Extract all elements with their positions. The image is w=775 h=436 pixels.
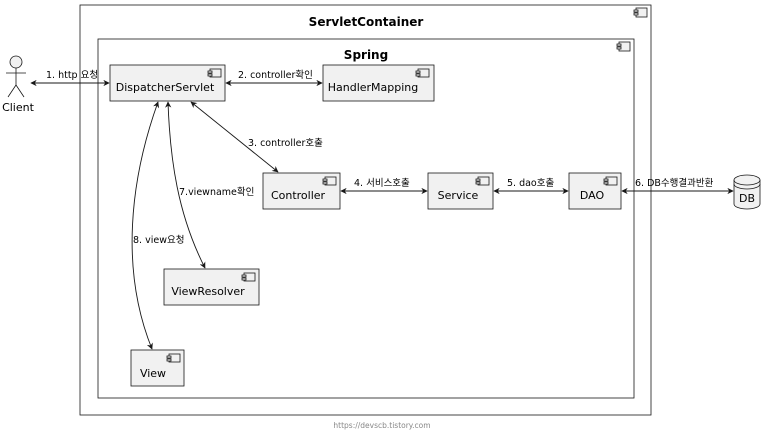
edge-label-2: 2. controller확인 <box>238 69 313 81</box>
edge-db-result: 6. DB수행결과반환 <box>621 177 734 195</box>
edge-label-8: 8. view요청 <box>133 235 184 246</box>
controller-box: Controller <box>262 172 341 210</box>
edge-view-request: 8. view요청 <box>131 101 184 350</box>
edge-dao-call: 5. dao호출 <box>493 178 569 195</box>
view-resolver-label: ViewResolver <box>171 285 245 298</box>
edge-controller-check: 2. controller확인 <box>225 69 323 87</box>
edge-label-7: 7.viewname확인 <box>179 186 254 198</box>
db-database: DB <box>733 174 761 210</box>
view-resolver-box: ViewResolver <box>163 268 260 306</box>
client-label: Client <box>2 101 35 114</box>
edge-service-call: 4. 서비스호출 <box>340 178 428 195</box>
db-label: DB <box>739 192 755 205</box>
edge-label-3: 3. controller호출 <box>248 138 323 149</box>
dispatcher-servlet-box: DispatcherServlet <box>109 64 226 102</box>
spring-container-title: Spring <box>344 48 388 62</box>
handler-mapping-box: HandlerMapping <box>322 64 435 102</box>
dispatcher-servlet-label: DispatcherServlet <box>116 81 215 94</box>
edge-label-4: 4. 서비스호출 <box>354 178 410 189</box>
edge-label-6: 6. DB수행결과반환 <box>635 177 714 189</box>
edge-label-5: 5. dao호출 <box>507 178 554 189</box>
view-box: View <box>130 349 185 387</box>
actor-head <box>9 55 23 69</box>
handler-mapping-label: HandlerMapping <box>328 81 419 94</box>
client-actor: Client <box>2 55 35 114</box>
edge-viewname-check: 7.viewname확인 <box>165 101 254 269</box>
edge-http-request: 1. http 요청 <box>30 70 110 87</box>
edge-label-1: 1. http 요청 <box>46 70 98 81</box>
service-label: Service <box>438 189 479 202</box>
view-label: View <box>140 367 166 380</box>
controller-label: Controller <box>271 189 326 202</box>
component-icon <box>616 41 631 52</box>
dao-box: DAO <box>568 172 622 210</box>
footer-url: https://devscb.tistory.com <box>333 421 430 430</box>
servlet-container-title: ServletContainer <box>309 15 424 29</box>
dao-label: DAO <box>580 189 605 202</box>
edge-controller-call: 3. controller호출 <box>190 101 323 173</box>
component-icon <box>633 7 648 18</box>
service-box: Service <box>427 172 494 210</box>
